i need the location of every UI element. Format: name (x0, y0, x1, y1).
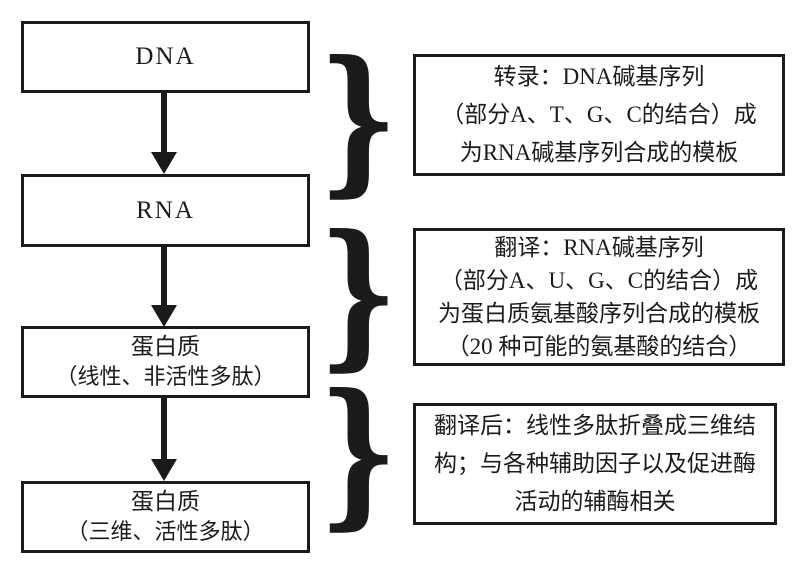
annotation-line: （部分A、T、G、C的结合）成 (441, 102, 757, 127)
node-protein-linear-sublabel: （线性、非活性多肽） (55, 364, 276, 389)
annotation-line: （20 种可能的氨基酸的结合） (446, 334, 752, 359)
node-rna: RNA (21, 174, 310, 247)
node-protein-active-sublabel: （三维、活性多肽） (66, 519, 265, 544)
annotation-translation: 翻译：RNA碱基序列 （部分A、U、G、C的结合）成 为蛋白质氨基酸序列合成的模… (413, 228, 785, 366)
arrow-down-icon (161, 93, 167, 153)
node-protein-active-label: 蛋白质 (131, 489, 200, 514)
node-rna-label: RNA (136, 196, 195, 224)
node-protein-linear-label: 蛋白质 (131, 334, 200, 359)
annotation-line: 转录：DNA碱基序列 (493, 64, 705, 89)
node-dna-label: DNA (135, 43, 196, 70)
arrow-down-icon (161, 247, 167, 306)
annotation-line: 为RNA碱基序列合成的模板 (459, 140, 739, 165)
right-brace-icon: } (318, 201, 398, 386)
arrow-down-icon (151, 152, 177, 174)
annotation-transcription: 转录：DNA碱基序列 （部分A、T、G、C的结合）成 为RNA碱基序列合成的模板 (413, 54, 785, 176)
annotation-line: 构；与各种辅助因子以及促进酶 (434, 451, 756, 476)
annotation-line: （部分A、U、G、C的结合）成 (439, 268, 759, 293)
annotation-line: 活动的辅酶相关 (514, 489, 676, 514)
right-brace-icon: } (318, 360, 398, 545)
arrow-down-icon (151, 459, 177, 481)
node-protein-linear: 蛋白质 （线性、非活性多肽） (21, 326, 310, 398)
arrow-down-icon (151, 305, 177, 327)
node-protein-active: 蛋白质 （三维、活性多肽） (21, 481, 310, 553)
annotation-line: 为蛋白质氨基酸序列合成的模板 (438, 301, 760, 326)
annotation-line: 翻译：RNA碱基序列 (494, 235, 704, 260)
arrow-down-icon (161, 398, 167, 460)
node-dna: DNA (21, 21, 310, 93)
right-brace-icon: } (318, 27, 398, 212)
annotation-line: 翻译后：线性多肽折叠成三维结 (434, 413, 756, 438)
annotation-post-translation: 翻译后：线性多肽折叠成三维结 构；与各种辅助因子以及促进酶 活动的辅酶相关 (413, 403, 777, 525)
